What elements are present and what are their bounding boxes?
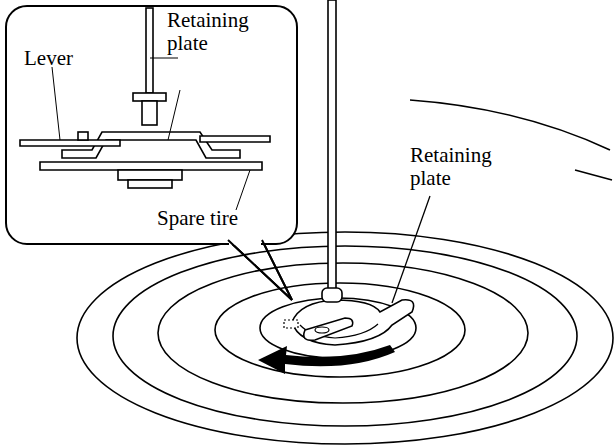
part-label: Spare tire	[157, 207, 277, 230]
part-label: Retaining plate	[167, 9, 277, 55]
part-label: Retaining plate	[410, 144, 520, 190]
inset-box: Retaining plateLeverSpare tire	[5, 5, 298, 245]
part-label: Lever	[24, 47, 104, 70]
